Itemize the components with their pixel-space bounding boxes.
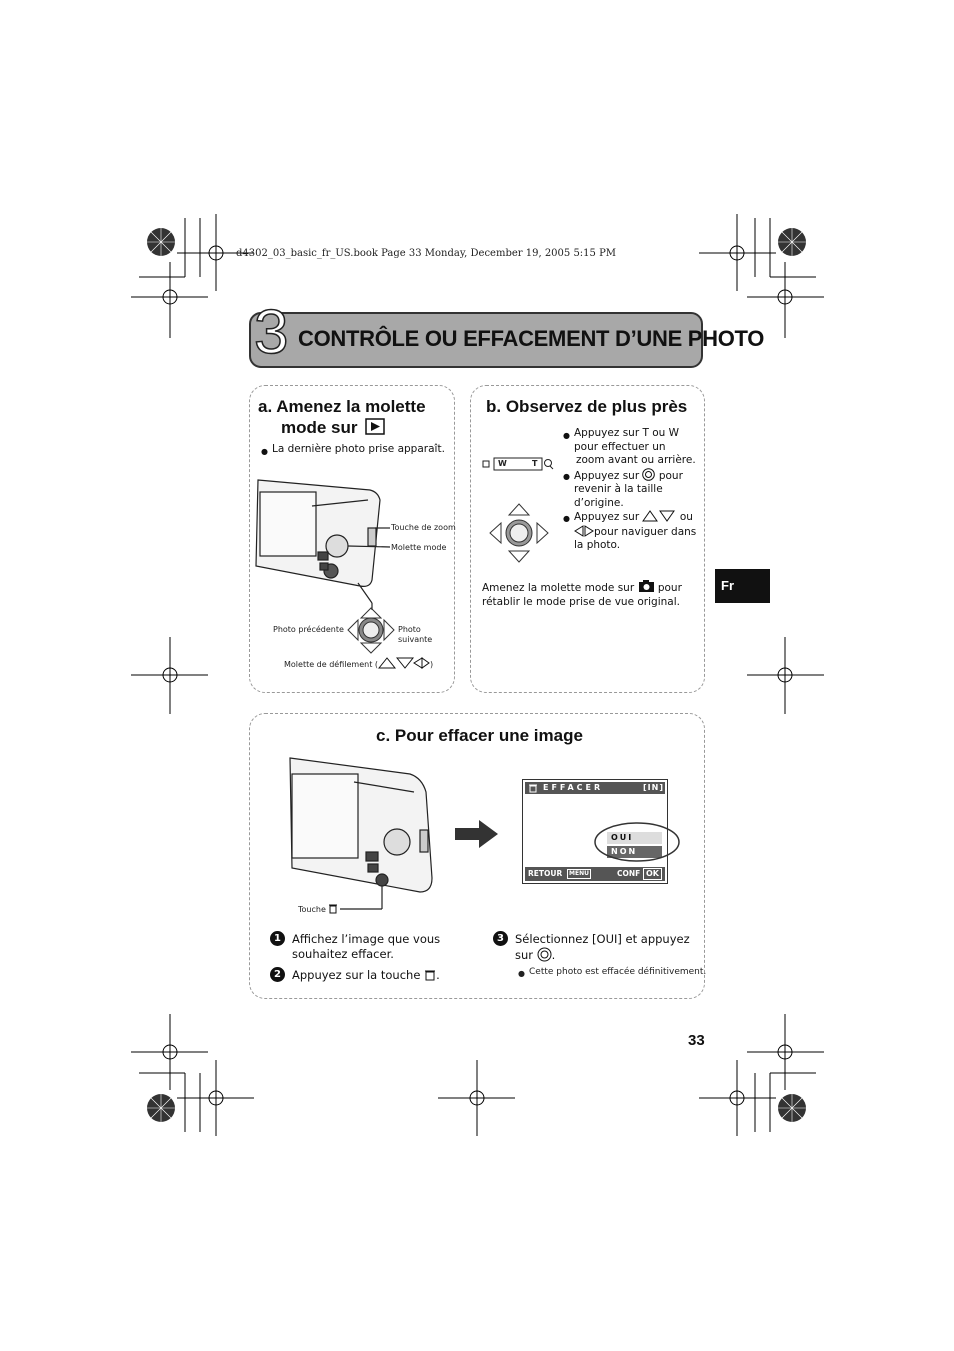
section-a-heading-line2: mode sur [281,418,358,437]
ok-button-icon [642,467,656,481]
step-2-number: 2 [270,967,285,982]
language-tab: Fr [715,569,770,603]
lcd-option-no[interactable]: NON [607,846,662,858]
lcd-back-label: RETOUR [528,869,563,878]
lcd-title: EFFACER [543,783,604,792]
chapter-number: 3 [253,298,289,367]
lcd-option-yes[interactable]: OUI [607,832,662,844]
section-c-heading: c. Pour effacer une image [376,726,583,745]
panel-a [249,385,455,693]
page-number: 33 [688,1032,705,1049]
page-title: CONTRÔLE OU EFFACEMENT D’UNE PHOTO [298,326,765,351]
panel-c [249,713,705,999]
ok-button-icon [537,947,552,962]
panel-b [470,385,705,693]
lcd-screen: EFFACER [IN] OUI NON RETOUR MENU CONF OK [522,779,668,884]
camera-illustration-c [289,757,433,910]
step-1-text: Affichez l’image que vous souhaitez effa… [292,932,441,961]
zoom-t-label: T [532,459,538,468]
label-erase-button: Touche [298,903,338,915]
step-3-number: 3 [493,931,508,946]
left-right-arrows-icon [574,524,594,537]
camera-mode-icon [638,580,654,592]
section-a-bullet: La dernière photo prise apparaît. [261,443,445,458]
label-next-photo: Photo suivante [398,625,433,644]
trash-icon [529,784,537,793]
section-a-heading: a. Amenez la molette mode sur [258,396,426,438]
arrow-pad-b [489,503,549,563]
book-header-info: d4302_03_basic_fr_US.book Page 33 Monday… [236,248,617,259]
step-3-text: Sélectionnez [OUI] et appuyez sur . [515,932,690,962]
lcd-memory: [IN] [643,783,664,792]
step-2-text: Appuyez sur la touche . [292,968,440,982]
section-b-instructions: Appuyez sur T ou W pour effectuer un zoo… [563,427,699,553]
label-previous-photo: Photo précédente [273,625,344,634]
trash-icon [329,904,338,914]
label-zoom-button: Touche de zoom [391,523,456,532]
camera-illustration-a [255,479,395,654]
label-scroll-wheel: Molette de défilement () [284,657,433,670]
lcd-confirm-label: CONF [617,869,641,878]
right-arrow-icon [455,820,498,848]
up-down-arrows-icon [642,510,676,522]
step-3-note: Cette photo est effacée définitivement. [518,967,706,979]
lcd-menu-label: MENU [567,869,591,879]
zoom-lever-icon [482,457,554,471]
playback-icon [365,418,386,435]
lcd-ok-label: OK [643,868,662,880]
step-1-number: 1 [270,931,285,946]
arrow-pad-a [347,607,395,654]
arrow-keys-icon [377,657,430,669]
title-bar [249,312,703,368]
section-a-heading-line1: a. Amenez la molette [258,397,426,416]
zoom-w-label: W [498,459,507,468]
lcd-title-bar: EFFACER [IN] [525,782,665,794]
section-b-footer: Amenez la molette mode sur pour rétablir… [482,579,698,609]
trash-icon [425,970,436,981]
highlight-ellipse [594,822,680,862]
section-b-heading: b. Observez de plus près [486,397,688,416]
label-mode-dial: Molette mode [391,543,447,552]
lcd-bottom-bar: RETOUR MENU CONF OK [525,867,665,881]
